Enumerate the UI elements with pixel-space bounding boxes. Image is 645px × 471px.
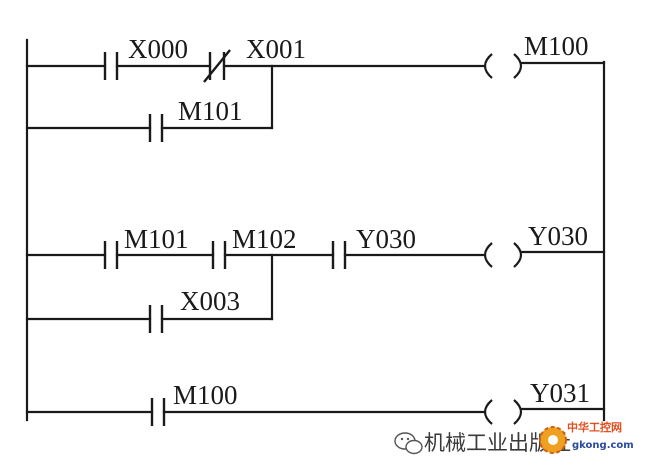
- gkong-url: gkong.com: [572, 440, 634, 451]
- rung-1: X000 X001 M101 M100: [25, 31, 606, 142]
- coil-label-m100: M100: [524, 31, 589, 61]
- contact-label-x000: X000: [128, 34, 188, 64]
- rung-3: M100 Y031: [25, 378, 606, 426]
- gear-icon: [539, 426, 567, 454]
- contact-x003-branch: [148, 305, 164, 333]
- contact-label-x001: X001: [246, 34, 306, 64]
- wechat-icon: [394, 432, 423, 455]
- contact-m101: [103, 241, 119, 269]
- coil-label-y031: Y031: [530, 378, 590, 408]
- contact-label-y030: Y030: [356, 224, 416, 254]
- gkong-cn-name: 中华工控网: [567, 420, 622, 434]
- contact-y030: [331, 241, 347, 269]
- coil-y030: [483, 242, 523, 268]
- contact-m102: [211, 241, 227, 269]
- coil-label-y030: Y030: [528, 221, 588, 251]
- contact-label-x003: X003: [180, 286, 240, 316]
- contact-label-m101: M101: [124, 224, 189, 254]
- contact-label-m101-branch: M101: [178, 96, 243, 126]
- rung-2: M101 M102 Y030 X003 Y030: [25, 221, 606, 333]
- contact-label-m102: M102: [232, 224, 297, 254]
- contact-x001-nc: [203, 49, 231, 83]
- watermark: 机械工业出版社 中华工控网 gkong.com: [394, 420, 634, 455]
- contact-m101-branch: [148, 114, 164, 142]
- contact-m100: [150, 398, 166, 426]
- coil-m100: [483, 53, 523, 79]
- coil-y031: [483, 399, 523, 425]
- gkong-logo: 中华工控网 gkong.com: [539, 420, 634, 454]
- contact-x000: [103, 52, 119, 80]
- contact-label-m100: M100: [173, 380, 238, 410]
